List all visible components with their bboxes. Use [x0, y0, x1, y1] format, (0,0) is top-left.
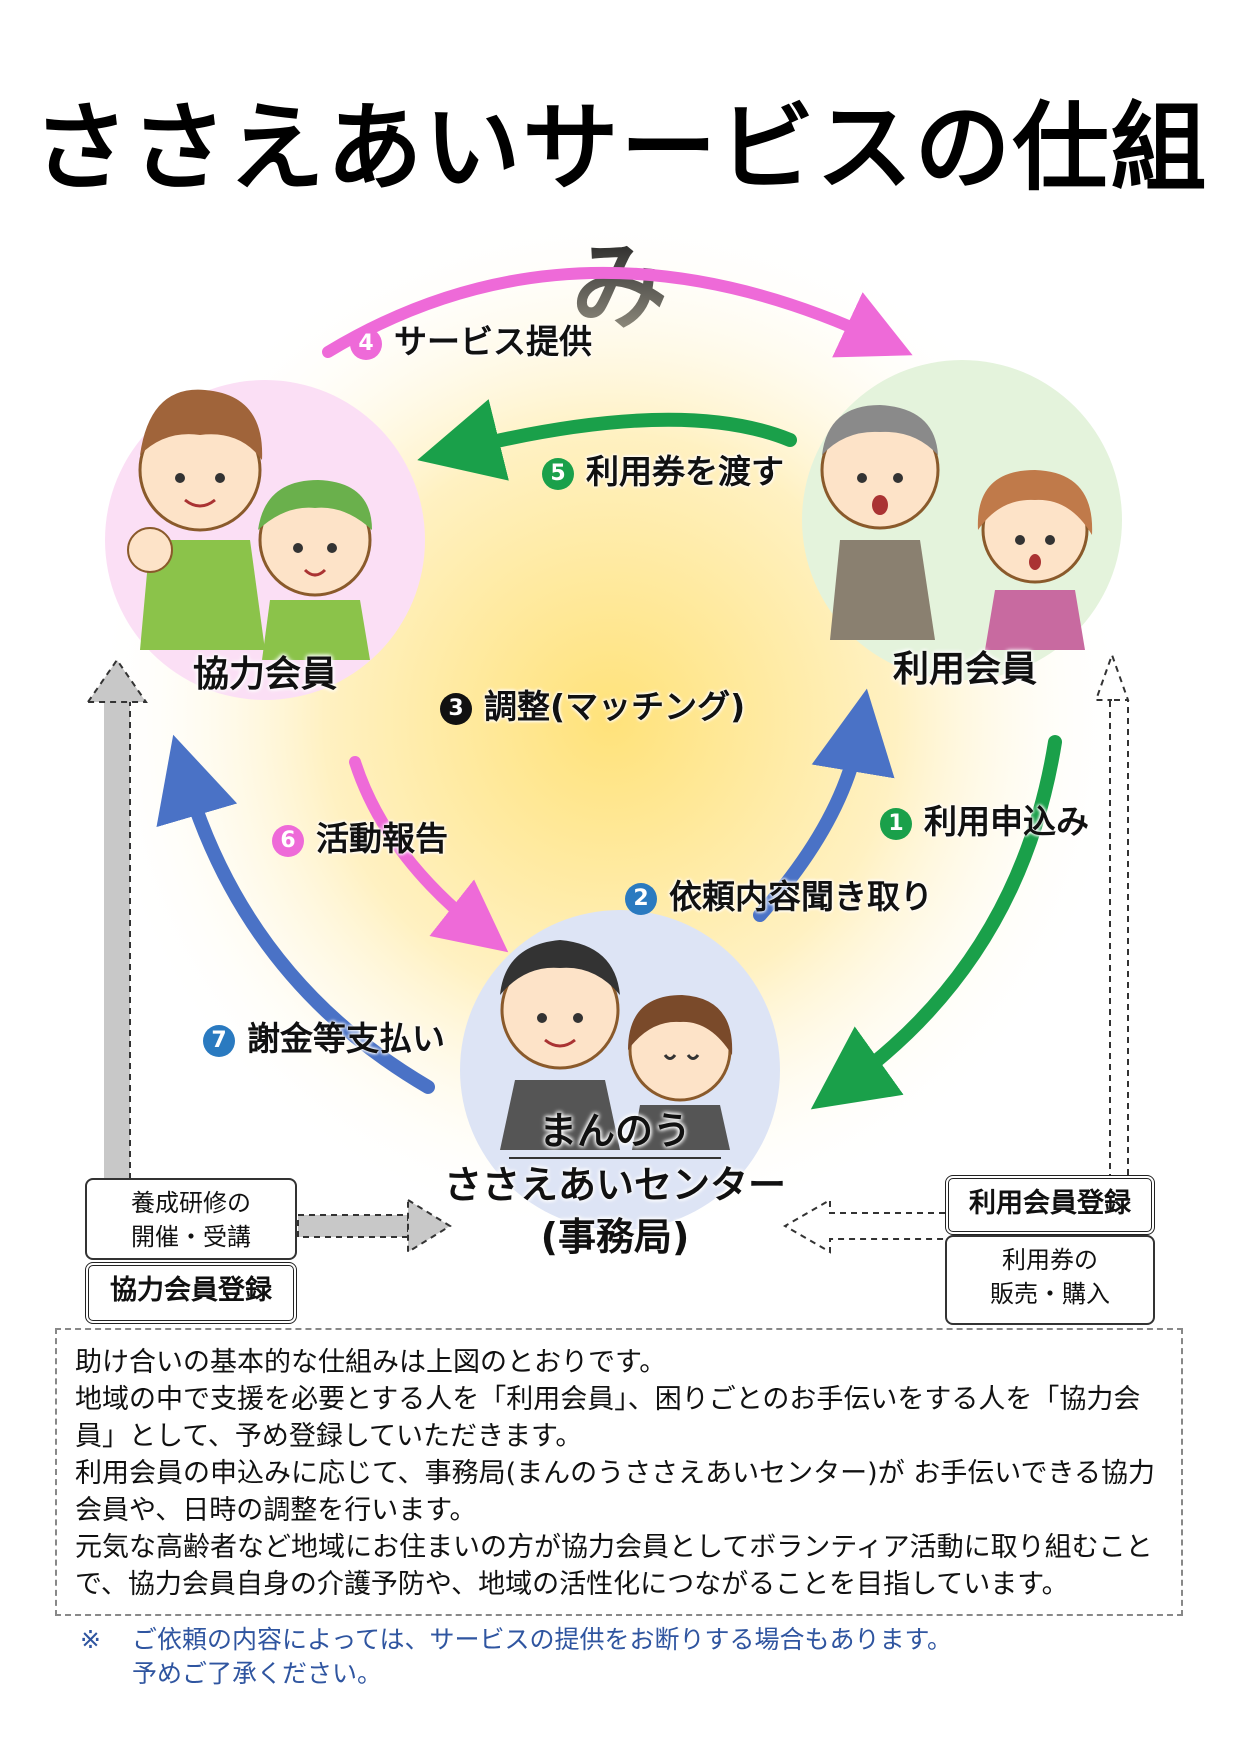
center-name-line2: ささえあいセンター — [443, 1163, 786, 1207]
helper-member-label: 協力会員 — [192, 654, 337, 695]
note-mark: ※ — [80, 1625, 101, 1654]
step-6-label: 6 活動報告 — [272, 812, 448, 860]
ticket-line1: 利用券の — [1002, 1246, 1098, 1274]
helper-member-illustration — [105, 380, 425, 700]
right-upward-arrow — [1094, 652, 1130, 1180]
step-5-text: 利用券を渡す — [586, 452, 784, 491]
note-line2: 予めご了承ください。 — [132, 1659, 383, 1688]
service-flow-diagram — [86, 200, 1130, 1254]
training-box: 養成研修の 開催・受講 — [85, 1178, 297, 1260]
explanation-line-1: 助け合いの基本的な仕組みは上図のとおりです。 — [75, 1347, 667, 1378]
step-4-badge: 4 — [350, 327, 382, 360]
step-4-text: サービス提供 — [394, 322, 592, 361]
step-1-text: 利用申込み — [924, 802, 1089, 841]
user-registration-box: 利用会員登録 — [945, 1175, 1155, 1235]
arrow-apply — [810, 735, 1062, 1110]
ticket-box: 利用券の 販売・購入 — [945, 1235, 1155, 1325]
step-6-text: 活動報告 — [316, 819, 448, 858]
step-2-badge: 2 — [625, 882, 657, 915]
step-4-label: 4 サービス提供 — [350, 315, 592, 363]
support-center-label: まんのう ささえあいセンター (事務局) — [405, 1105, 825, 1263]
step-2-text: 依頼内容聞き取り — [669, 877, 933, 916]
step-5-badge: 5 — [542, 457, 574, 490]
explanation-line-4: 元気な高齢者など地域にお住まいの方が協力会員としてボランティア活動に取り組むこと… — [75, 1532, 1153, 1600]
center-name-line1: まんのう — [508, 1105, 721, 1159]
note-line1: ご依頼の内容によっては、サービスの提供をお断りする場合もあります。 — [132, 1625, 953, 1654]
left-upward-arrow — [86, 658, 148, 1180]
step-7-text: 謝金等支払い — [247, 1019, 445, 1058]
support-center-illustration — [460, 910, 780, 1230]
step-2-label: 2 依頼内容聞き取り — [625, 870, 933, 918]
ticket-line2: 販売・購入 — [990, 1280, 1110, 1308]
training-line2: 開催・受講 — [131, 1223, 251, 1251]
arrow-activity-report — [349, 756, 509, 953]
step-1-badge: 1 — [880, 807, 912, 840]
helper-registration-box: 協力会員登録 — [85, 1262, 297, 1324]
explanation-line-2: 地域の中で支援を必要とする人を「利用会員」、困りごとのお手伝いをする人を「協力会… — [75, 1384, 1141, 1452]
step-3-text: 調整(マッチング) — [484, 687, 746, 726]
training-line1: 養成研修の — [131, 1189, 251, 1217]
explanation-line-3: 利用会員の申込みに応じて、事務局(まんのうささえあいセンター)が お手伝いできる… — [75, 1458, 1155, 1526]
arrow-payment — [156, 734, 435, 1094]
step-3-label: 3 調整(マッチング) — [440, 680, 745, 728]
explanation-box: 助け合いの基本的な仕組みは上図のとおりです。 地域の中で支援を必要とする人を「利… — [55, 1328, 1183, 1616]
arrow-interview — [753, 688, 895, 922]
user-member-label: 利用会員 — [892, 649, 1037, 690]
footnote: ※ ご依頼の内容によっては、サービスの提供をお断りする場合もあります。 予めご了承… — [80, 1623, 952, 1691]
user-member-illustration — [802, 360, 1122, 680]
step-7-badge: 7 — [203, 1024, 235, 1057]
center-name-line3: (事務局) — [540, 1215, 690, 1259]
step-5-label: 5 利用券を渡す — [542, 445, 784, 493]
step-6-badge: 6 — [272, 824, 304, 857]
step-7-label: 7 謝金等支払い — [203, 1012, 445, 1060]
step-1-label: 1 利用申込み — [880, 795, 1089, 843]
right-to-center-arrow — [783, 1198, 945, 1254]
left-to-center-arrow — [297, 1198, 452, 1254]
arrow-pass-ticket — [417, 399, 797, 481]
step-3-badge: 3 — [440, 692, 472, 725]
arrow-service-provision — [322, 266, 913, 358]
